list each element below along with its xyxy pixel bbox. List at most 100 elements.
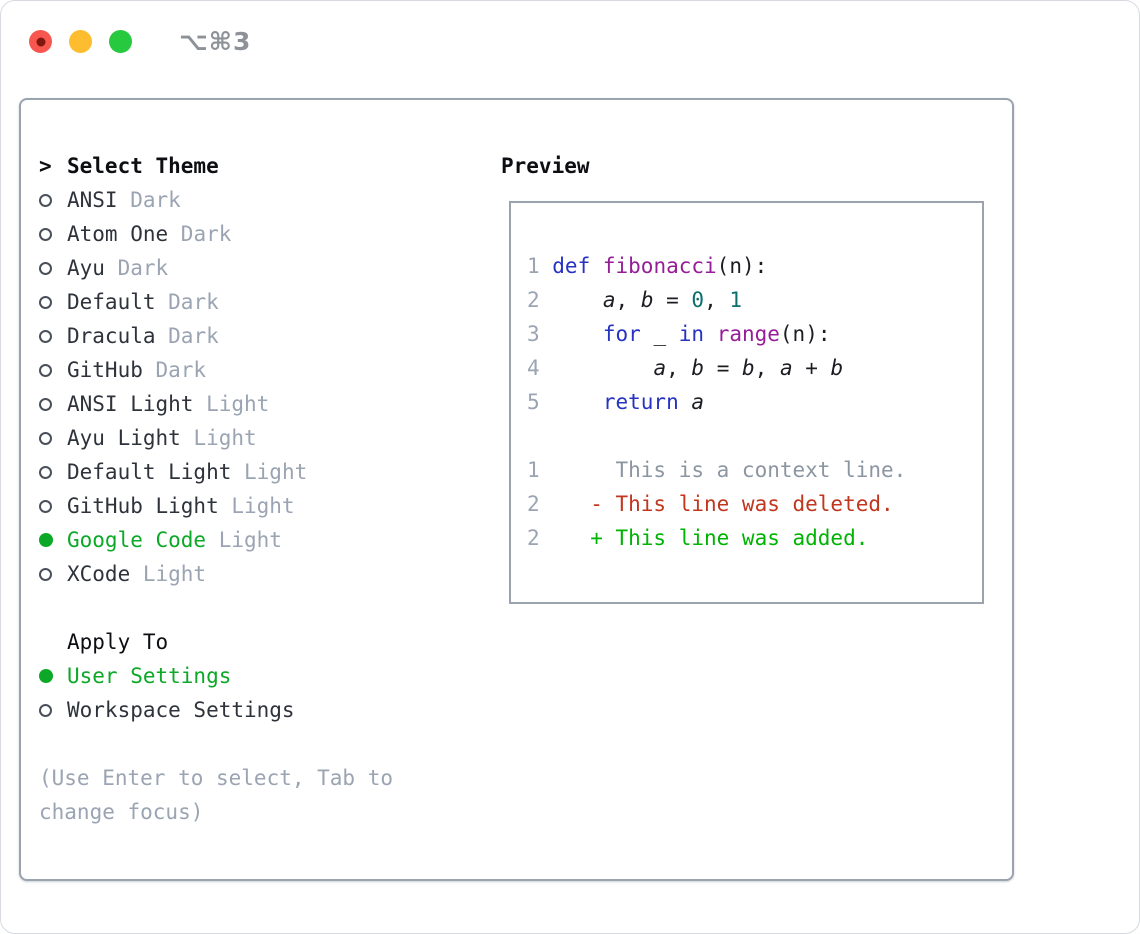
theme-name: ANSI Light [67,392,194,416]
token-pl: , [615,288,641,312]
radio-icon [39,227,52,241]
theme-option-ayu[interactable]: Ayu Dark [39,251,489,285]
theme-variant: Dark [104,256,169,280]
help-text-line-1: (Use Enter to select, Tab to [39,766,394,790]
code-text: a, b = b, a + b [552,356,843,380]
theme-option-default[interactable]: Default Dark [39,285,489,319]
token-pl: _ [640,322,679,346]
unsaved-indicator-dot [36,37,45,46]
token-kw: for [602,322,641,346]
theme-option-ansi[interactable]: ANSI Dark [39,183,489,217]
theme-option-atom-one[interactable]: Atom One Dark [39,217,489,251]
theme-label: GitHub Dark [67,358,206,382]
theme-name: Google Code [67,528,207,552]
zoom-button[interactable] [109,30,132,53]
theme-label: Ayu Light Light [67,426,257,450]
theme-name: Default Light [67,460,232,484]
theme-option-github[interactable]: GitHub Dark [39,353,489,387]
token-pl [552,390,603,414]
theme-option-xcode[interactable]: XCode Light [39,557,489,591]
token-pl [679,390,692,414]
theme-variant: Dark [142,358,207,382]
apply-option-workspace-settings[interactable]: Workspace Settings [39,693,489,727]
radio-icon [39,329,52,343]
theme-option-default-light[interactable]: Default Light Light [39,455,489,489]
minimize-button[interactable] [69,30,92,53]
token-pl: = [704,356,742,380]
radio-slot [39,261,67,275]
theme-variant: Light [130,562,207,586]
theme-label: ANSI Light Light [67,392,269,416]
apply-option-label: Workspace Settings [67,698,295,722]
token-pl [552,356,653,380]
theme-option-dracula[interactable]: Dracula Dark [39,319,489,353]
token-pl [590,254,603,278]
theme-variant: Light [218,494,295,518]
radio-icon [39,193,52,207]
theme-option-ansi-light[interactable]: ANSI Light Light [39,387,489,421]
token-pl [704,322,717,346]
code-text: return a [552,390,704,414]
spacer [39,591,489,625]
radio-icon [39,295,52,309]
theme-variant: Dark [155,290,219,314]
theme-name: Ayu [67,256,105,280]
diff-text: This is a context line. [552,458,907,482]
apply-option-user-settings[interactable]: User Settings [39,659,489,693]
theme-option-ayu-light[interactable]: Ayu Light Light [39,421,489,455]
token-pl: , [704,288,730,312]
token-num: 1 [729,288,743,312]
apply-option-label: User Settings [67,664,232,688]
theme-variant: Dark [117,188,181,212]
radio-icon [39,397,52,411]
line-number: 2 [527,288,540,312]
theme-label: ANSI Dark [67,188,181,212]
theme-label: Default Light Light [67,460,307,484]
radio-slot [39,533,67,547]
radio-selected-icon [39,669,53,683]
diff-line-ctx: 1 This is a context line. [527,453,966,487]
token-fn: fibonacci [602,254,717,278]
theme-variant: Light [231,460,308,484]
theme-name: GitHub Light [67,494,219,518]
token-var: a [602,288,616,312]
radio-icon [39,465,52,479]
code-text: def fibonacci(n): [552,254,767,278]
token-pl [552,322,603,346]
token-kw: def [552,254,591,278]
radio-slot [39,329,67,343]
close-button[interactable] [29,30,52,53]
theme-label: Dracula Dark [67,324,219,348]
code-line: 2 a, b = 0, 1 [527,283,966,317]
theme-label: XCode Light [67,562,206,586]
theme-name: Dracula [67,324,156,348]
radio-icon [39,261,52,275]
preview-title: Preview [501,154,590,178]
titlebar: ⌥⌘3 [29,27,251,56]
token-fn: range [716,322,780,346]
diff-line-del: 2 - This line was deleted. [527,487,966,521]
theme-label: Ayu Dark [67,256,168,280]
token-var: b [741,356,755,380]
theme-name: Atom One [67,222,169,246]
radio-icon [39,363,52,377]
theme-label: Google Code Light [67,528,282,552]
theme-label: Atom One Dark [67,222,231,246]
theme-option-google-code[interactable]: Google Code Light [39,523,489,557]
radio-slot [39,363,67,377]
apply-to-title: Apply To [67,630,169,654]
token-pl: , [754,356,780,380]
theme-option-github-light[interactable]: GitHub Light Light [39,489,489,523]
radio-slot [39,295,67,309]
select-theme-header: > Select Theme [39,149,489,183]
radio-icon [39,567,52,581]
theme-name: Ayu Light [67,426,181,450]
help-text-line-2: change focus) [39,800,204,824]
radio-icon [39,499,52,513]
theme-variant: Dark [168,222,232,246]
